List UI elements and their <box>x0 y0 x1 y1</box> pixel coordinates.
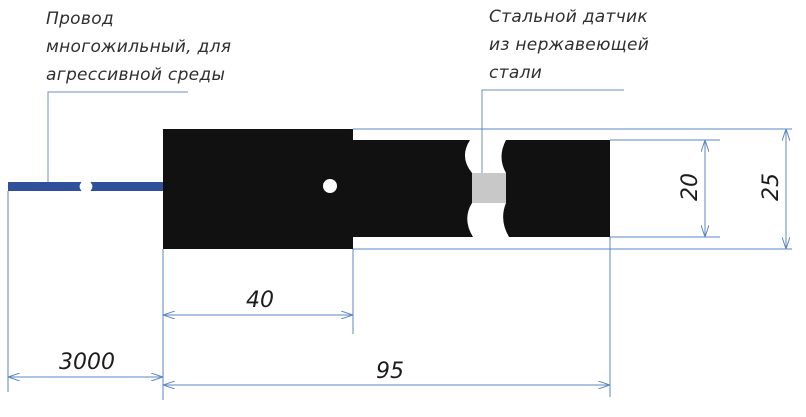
sensor-leader-line <box>481 89 624 184</box>
dimension-text-3000: 3000 <box>59 350 115 375</box>
sensor-label: Стальной датчик из нержавеющей стали <box>489 7 649 83</box>
wire-label-line-3: агрессивной среды <box>46 65 225 85</box>
wire-segment-left <box>8 182 81 191</box>
wire-break-mark-right <box>90 181 94 192</box>
wire-label-line-1: Провод <box>46 9 114 29</box>
dimension-text-20: 20 <box>678 173 703 201</box>
dimension-text-40: 40 <box>246 288 274 313</box>
mounting-hole <box>323 179 337 193</box>
thin-body-section-right <box>501 140 610 237</box>
thin-body-section-left <box>353 140 473 237</box>
sensor-label-line-3: стали <box>489 63 542 83</box>
wire-leader-line <box>47 91 188 186</box>
thick-body-section <box>163 129 353 249</box>
wire-label-line-2: многожильный, для <box>46 37 231 57</box>
wire-break-mark-left <box>78 181 82 192</box>
wire-segment-right <box>91 182 164 191</box>
dimension-text-25: 25 <box>759 173 784 201</box>
wire-label: Провод многожильный, для агрессивной сре… <box>46 9 231 85</box>
sensor-label-line-2: из нержавеющей <box>489 35 649 55</box>
sensor-label-line-1: Стальной датчик <box>489 7 648 27</box>
dimension-text-95: 95 <box>376 359 404 384</box>
